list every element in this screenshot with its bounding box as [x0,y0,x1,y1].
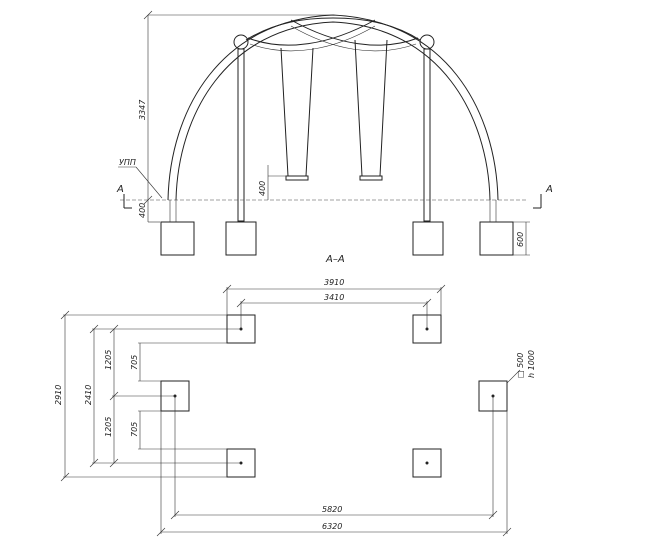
post-right [423,48,431,222]
inner-arch [245,17,421,41]
footing-height-dim: 600 [516,232,525,247]
outer-arch-inner [175,21,491,201]
footing-2 [225,221,257,256]
section-mark-left: A [116,184,124,195]
top-outer-dim: 3910 [324,278,344,287]
footing-size-label: □ 500 [516,353,525,378]
footing-1 [160,221,195,256]
lower-offset-dim: 705 [130,422,139,437]
lower-half-dim: 1205 [104,417,113,437]
bottom-inner-dim: 5820 [322,505,342,514]
joint-left [233,34,249,50]
footing-4 [479,221,514,256]
top-inner-dim: 3410 [324,293,344,302]
swing-seat-left [280,47,314,177]
beam-left [247,19,376,46]
footing-depth-label: h 1000 [527,350,536,378]
upper-offset-dim: 705 [130,355,139,370]
inner-depth-dim: 2410 [84,385,93,405]
zero-level-label: УПП [119,158,136,167]
bottom-outer-dim: 6320 [322,522,342,531]
beam-right [290,19,419,46]
upper-half-dim: 1205 [104,350,113,370]
post-left [237,48,245,222]
elevation-view: 3347 400 400 600 УПП A A [116,10,553,256]
depth-dim: 400 [138,203,147,218]
plan-view: A–A 3910 3410 2910 [54,254,536,537]
footing-3 [412,221,444,256]
outer-arch [167,14,499,201]
section-mark-right: A [545,184,553,195]
plan-title: A–A [325,254,345,265]
height-dim: 3347 [138,99,147,120]
swing-seat-right [354,39,388,177]
seat-height-dim: 400 [258,181,267,196]
overall-depth-dim: 2910 [54,385,63,405]
